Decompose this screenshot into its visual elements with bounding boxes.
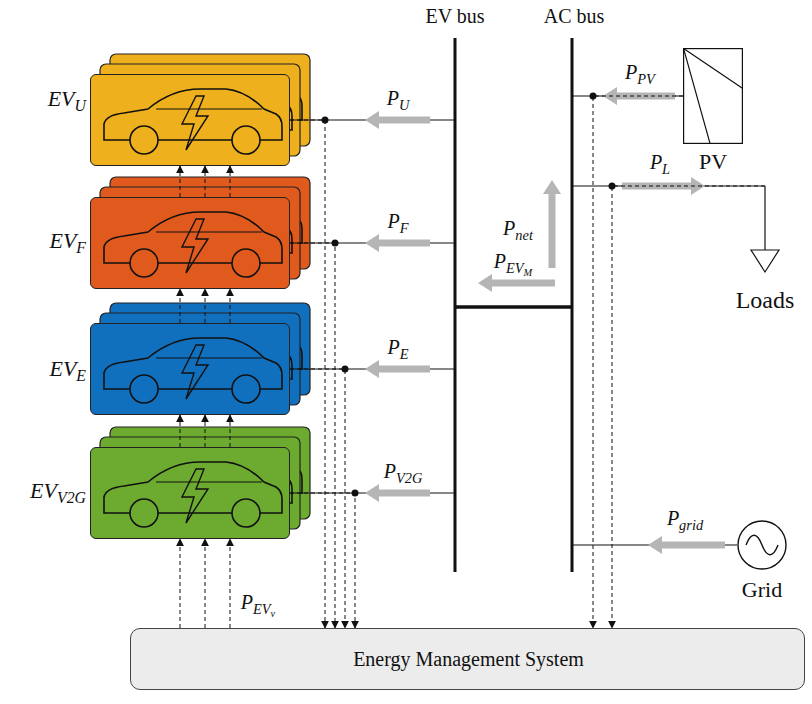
control-signal-arrow xyxy=(205,289,206,323)
measurement-signal xyxy=(290,243,335,628)
measurement-signal xyxy=(593,96,683,628)
ev-group-box: EVE xyxy=(90,323,290,415)
power-symbol: PEVM xyxy=(494,250,532,272)
measurement-signal xyxy=(290,369,345,628)
power-symbol: PEVv xyxy=(241,591,275,613)
component-label: PV xyxy=(699,150,727,174)
ev-group-label: EVV2G xyxy=(30,479,86,503)
control-signal-arrow xyxy=(205,166,206,197)
ev-group-label: EVE xyxy=(49,357,86,381)
card-outline xyxy=(91,324,291,416)
bus-name: EV bus xyxy=(425,5,484,27)
control-signal-arrow xyxy=(230,166,231,197)
control-signal-arrow xyxy=(230,289,231,323)
power-symbol: PV2G xyxy=(384,460,423,482)
measurement-signal xyxy=(290,120,325,628)
pv-symbol: PV xyxy=(683,48,743,144)
power-flow-arrow xyxy=(365,234,430,252)
card-outline xyxy=(91,448,291,540)
power-flow-arrow xyxy=(478,274,555,292)
ev-group-box: EVU xyxy=(90,74,290,166)
control-signal-arrow xyxy=(230,539,231,628)
power-symbol: PU xyxy=(387,87,410,109)
ev-group-label: EVU xyxy=(48,87,86,111)
loads-symbol: Loads xyxy=(745,186,785,276)
ev-group-label: EVF xyxy=(49,229,86,253)
control-signal-arrow xyxy=(180,166,181,197)
power-flow-arrow xyxy=(543,180,561,268)
power-symbol: PPV xyxy=(625,61,655,83)
power-symbol: Pgrid xyxy=(667,507,703,529)
ems-title: Energy Management System xyxy=(353,648,584,670)
loads-outline xyxy=(745,186,785,276)
bus-name: AC bus xyxy=(544,5,605,27)
card-outline xyxy=(91,198,291,290)
ac-bus-line xyxy=(571,38,574,572)
power-symbol: PF xyxy=(387,210,408,232)
ev-bus-line xyxy=(454,38,457,572)
bus-tie-line xyxy=(455,305,572,309)
pv-outline xyxy=(683,48,743,144)
control-signal-arrow xyxy=(180,539,181,628)
control-signal-arrow xyxy=(180,289,181,323)
grid-symbol: Grid xyxy=(737,520,787,570)
power-flow-arrow xyxy=(365,111,430,129)
power-symbol: PE xyxy=(387,336,408,358)
control-signal-arrow xyxy=(205,539,206,628)
component-label: Loads xyxy=(736,287,795,313)
measurement-signal xyxy=(612,186,765,628)
control-signal-arrow xyxy=(180,415,181,447)
power-flow-arrow xyxy=(648,536,725,554)
ev-group-box: EVF xyxy=(90,197,290,289)
card-outline xyxy=(91,75,291,167)
power-flow-arrow xyxy=(365,360,430,378)
control-signal-arrow xyxy=(205,415,206,447)
measurement-signal xyxy=(290,493,355,628)
power-symbol: Pnet xyxy=(503,217,533,239)
control-signal-arrow xyxy=(230,415,231,447)
power-flow-arrow xyxy=(365,484,430,502)
power-symbol: PL xyxy=(650,151,670,173)
ev-group-box: EVV2G xyxy=(90,447,290,539)
ems-box: Energy Management System xyxy=(130,628,805,690)
grid-outline xyxy=(737,520,787,570)
component-label: Grid xyxy=(742,578,782,602)
